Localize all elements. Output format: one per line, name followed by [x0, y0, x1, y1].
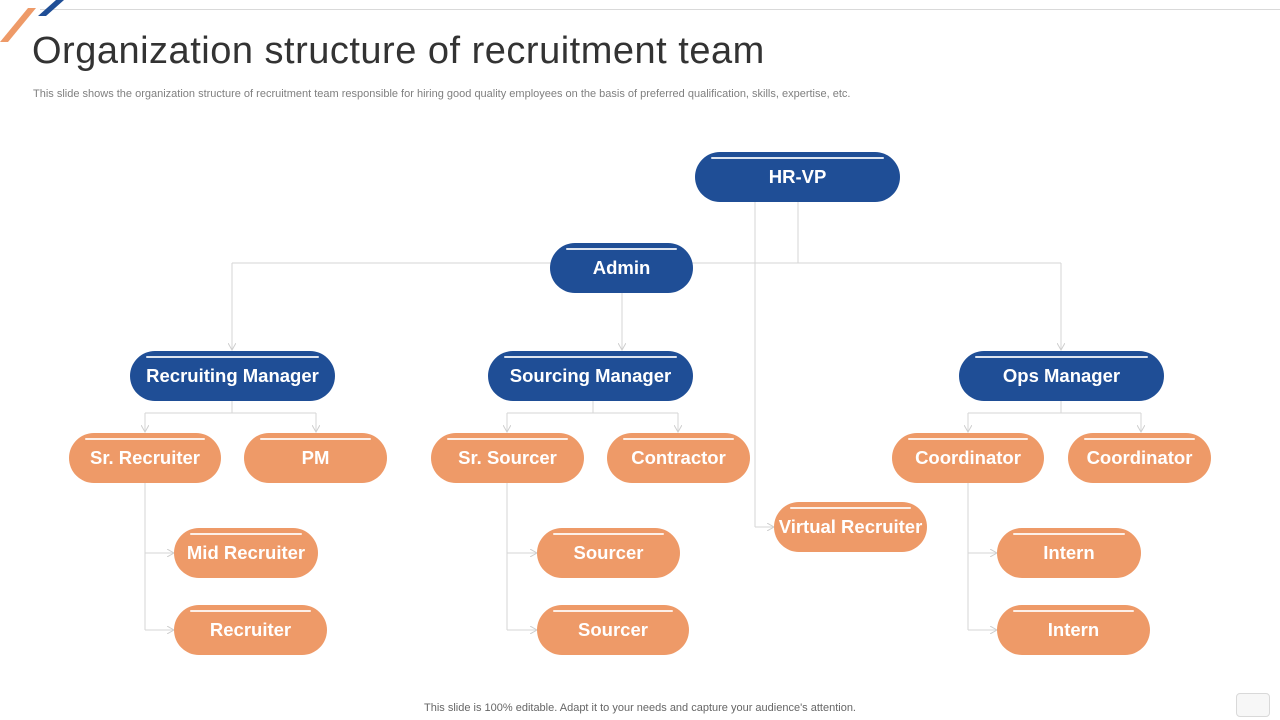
node-coordinator-2[interactable]: Coordinator [1068, 433, 1211, 483]
node-coordinator-2-label: Coordinator [1086, 447, 1193, 468]
node-sourcer-2[interactable]: Sourcer [537, 605, 689, 655]
node-hr-vp[interactable]: HR-VP [695, 152, 900, 202]
node-sourcer-1-label: Sourcer [573, 542, 644, 563]
node-ops-manager[interactable]: Ops Manager [959, 351, 1164, 401]
node-admin[interactable]: Admin [550, 243, 693, 293]
header-rule [40, 9, 1280, 10]
node-pm[interactable]: PM [244, 433, 387, 483]
node-sourcer-1[interactable]: Sourcer [537, 528, 680, 578]
node-intern-2-label: Intern [1047, 619, 1100, 640]
node-recruiter-label: Recruiter [209, 619, 292, 640]
node-sr-sourcer-label: Sr. Sourcer [458, 447, 557, 468]
node-admin-label: Admin [592, 257, 651, 278]
slide-subtitle: This slide shows the organization struct… [33, 88, 851, 100]
comment-icon[interactable] [1236, 693, 1270, 717]
node-recruiting-manager-label: Recruiting Manager [146, 365, 319, 386]
node-coordinator-1[interactable]: Coordinator [892, 433, 1044, 483]
node-intern-1[interactable]: Intern [997, 528, 1141, 578]
node-contractor[interactable]: Contractor [607, 433, 750, 483]
slide-title: Organization structure of recruitment te… [32, 30, 765, 72]
node-sourcing-manager[interactable]: Sourcing Manager [488, 351, 693, 401]
node-sourcing-manager-label: Sourcing Manager [509, 365, 672, 386]
node-hr-vp-label: HR-VP [768, 166, 827, 187]
node-recruiting-manager[interactable]: Recruiting Manager [130, 351, 335, 401]
node-intern-2[interactable]: Intern [997, 605, 1150, 655]
brand-stripes-logo [0, 0, 64, 42]
node-sr-recruiter[interactable]: Sr. Recruiter [69, 433, 221, 483]
node-virtual-recruiter-label: Virtual Recruiter [778, 516, 923, 537]
node-sr-recruiter-label: Sr. Recruiter [89, 447, 201, 468]
node-contractor-label: Contractor [631, 447, 726, 468]
node-ops-manager-label: Ops Manager [1002, 365, 1121, 386]
node-virtual-recruiter[interactable]: Virtual Recruiter [774, 502, 927, 552]
slide-footer-note: This slide is 100% editable. Adapt it to… [424, 702, 856, 714]
node-intern-1-label: Intern [1043, 542, 1095, 563]
node-sourcer-2-label: Sourcer [578, 619, 648, 640]
node-recruiter[interactable]: Recruiter [174, 605, 327, 655]
node-mid-recruiter[interactable]: Mid Recruiter [174, 528, 318, 578]
node-coordinator-1-label: Coordinator [915, 447, 1021, 468]
node-mid-recruiter-label: Mid Recruiter [186, 542, 306, 563]
node-sr-sourcer[interactable]: Sr. Sourcer [431, 433, 584, 483]
node-pm-label: PM [301, 447, 330, 468]
